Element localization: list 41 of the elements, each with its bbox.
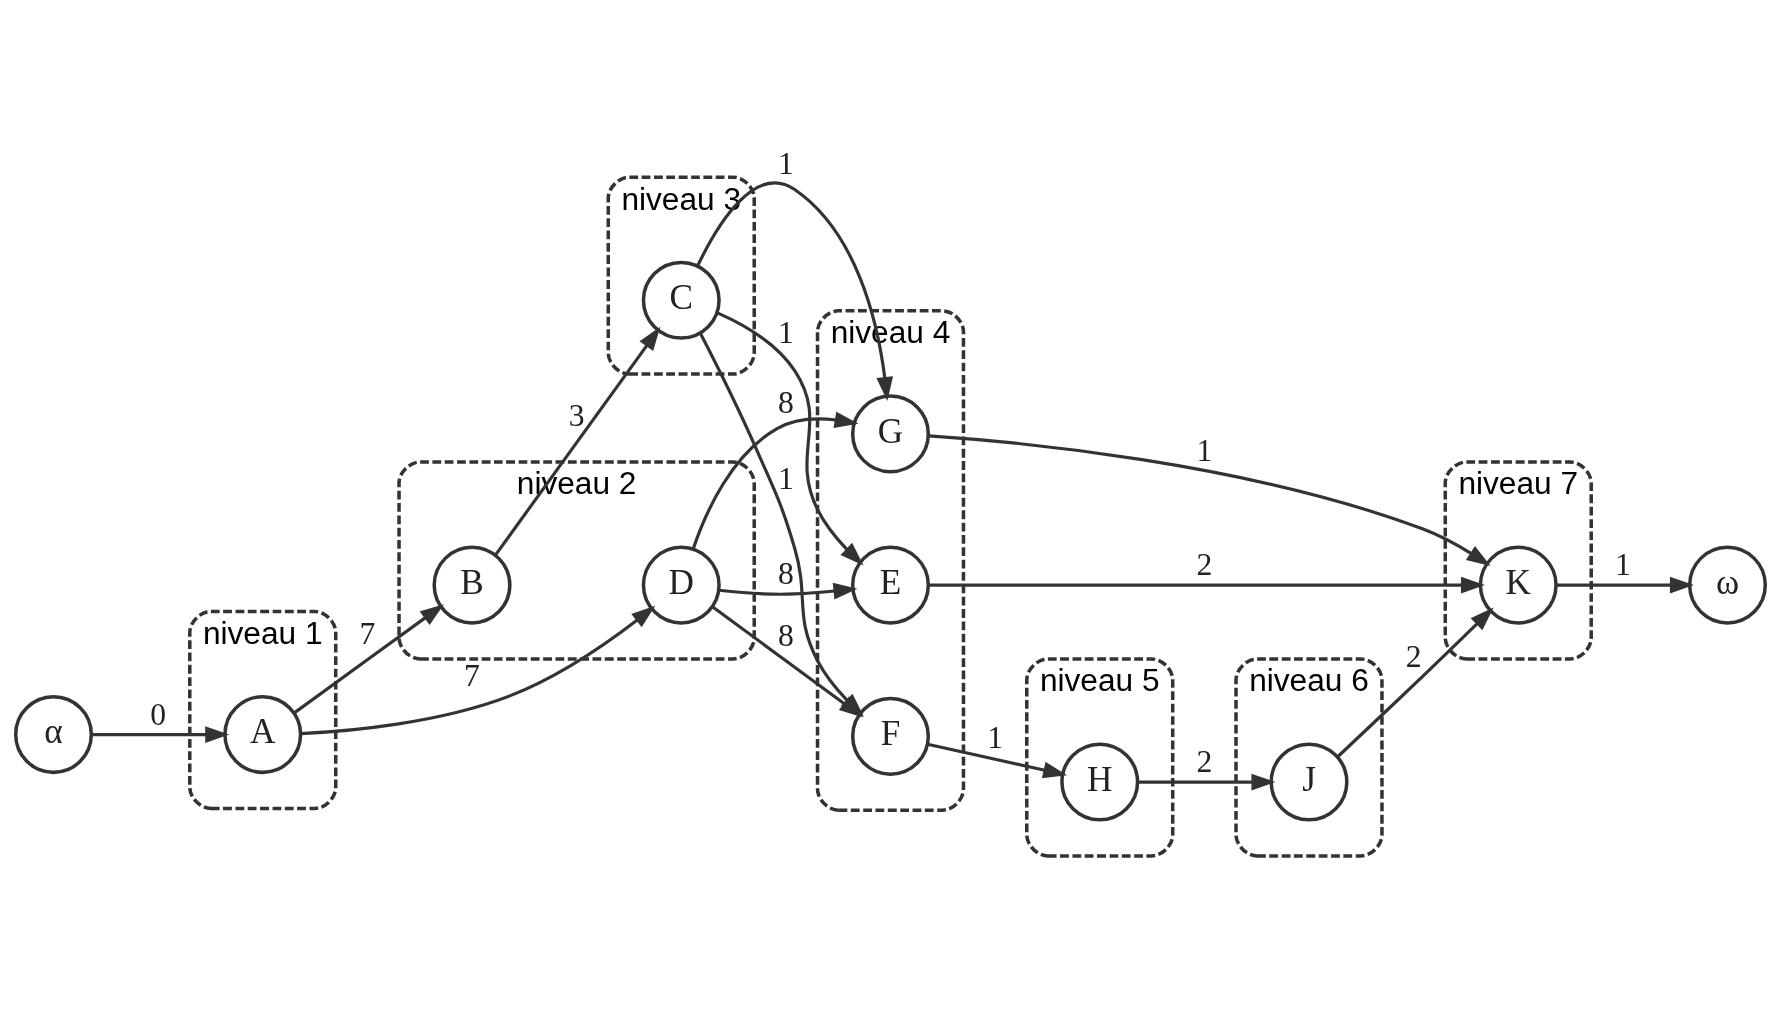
arrow [300,605,656,735]
edge-label: 1 [777,314,794,350]
node-circle: J [1269,742,1349,822]
node-circle: E [850,545,931,625]
arrow [1556,576,1694,593]
node-circle: K [1478,545,1558,625]
node-circle: H [1060,742,1140,822]
arrow [928,576,1485,593]
edge-label: 1 [777,145,794,181]
edge-label: 8 [777,384,794,420]
edge-label: 8 [777,555,794,591]
edge-label: 1 [777,460,794,496]
node-circle: F [850,696,931,776]
edge-label: 1 [1196,432,1213,468]
arrow [696,180,894,401]
node-circle: D [641,545,721,625]
arrow [293,603,445,714]
arrow [1336,607,1494,758]
node-circle: α [13,694,94,774]
node-circle: C [641,260,721,340]
edge-label: 8 [777,617,794,653]
arrow [494,326,661,556]
edge-label: 0 [150,696,167,732]
edge-label: 7 [359,615,376,651]
arrow [91,725,230,743]
edge-label: 1 [987,719,1004,755]
arrow [691,411,859,549]
node-circle: G [850,393,931,473]
arrow [719,582,858,599]
node-circle: B [432,545,512,625]
node-circle: ω [1687,545,1768,625]
arrow [716,310,864,565]
edge-label: 2 [1196,546,1213,582]
edge-label: 3 [568,397,585,433]
edge-label: 2 [1196,743,1213,779]
arrow [927,742,1068,778]
edge-label: 1 [1614,546,1631,582]
edge-label: 2 [1405,638,1422,674]
arrow [928,433,1491,566]
node-circle: A [223,694,303,774]
arrow [1137,773,1276,790]
